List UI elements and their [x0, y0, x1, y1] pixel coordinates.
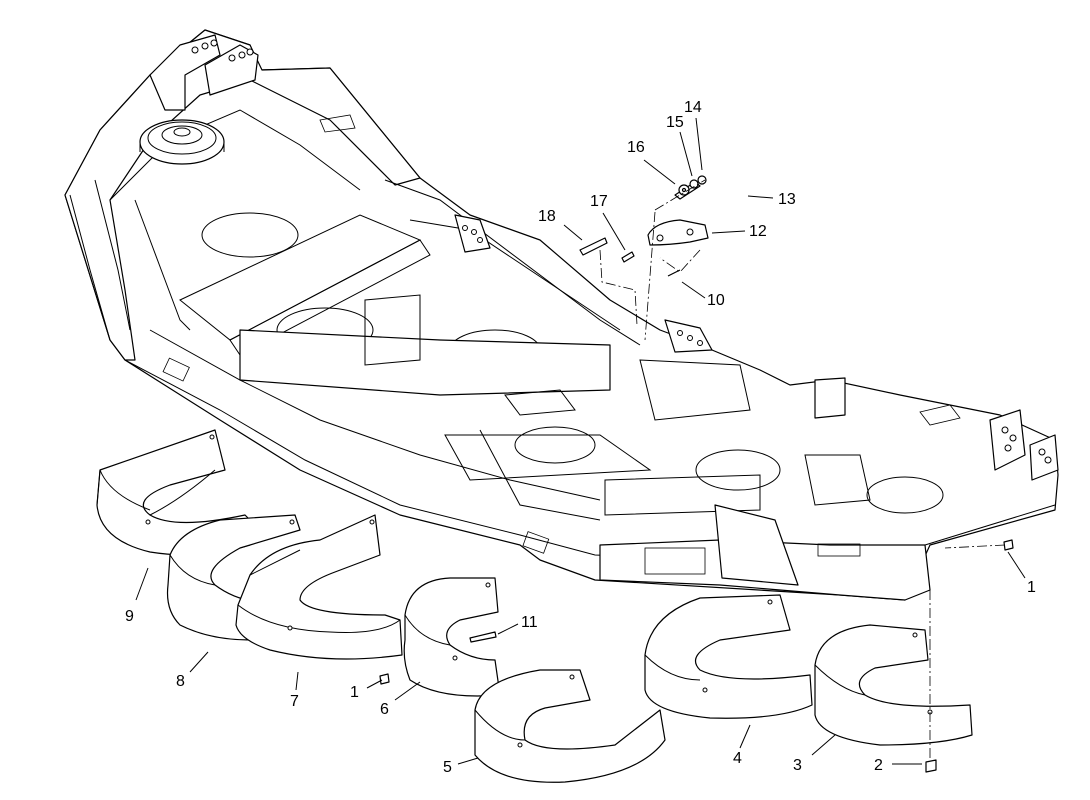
callout-15: 15 — [666, 114, 684, 131]
leader-13 — [747, 195, 774, 199]
baffle-4 — [644, 594, 813, 719]
pulley — [139, 119, 225, 165]
leader-14 — [695, 117, 703, 171]
leader-8 — [189, 651, 209, 673]
leader-4 — [739, 724, 751, 749]
right-center-spindle-hole — [695, 449, 781, 491]
callout-7: 7 — [290, 693, 299, 710]
leader-12 — [711, 230, 746, 234]
callout-6: 6 — [380, 701, 389, 718]
callout-18: 18 — [538, 208, 556, 225]
callout-14: 14 — [684, 99, 702, 116]
leader-15 — [679, 131, 693, 177]
leader-9 — [135, 567, 149, 601]
leader-11 — [497, 623, 519, 635]
right-spindle-hole — [866, 476, 944, 514]
baffle-5 — [474, 669, 666, 783]
baffle-7 — [235, 514, 403, 660]
callout-8: 8 — [176, 673, 185, 690]
left-mount-brackets — [149, 34, 259, 111]
right-mount-brackets — [814, 377, 1059, 481]
callout-13: 13 — [778, 191, 796, 208]
callout-2: 2 — [874, 757, 883, 774]
baffle-8 — [166, 514, 301, 641]
callout-16: 16 — [627, 139, 645, 156]
callout-10: 10 — [707, 292, 725, 309]
leader-17 — [602, 212, 626, 251]
mower-deck — [64, 29, 1059, 601]
callout-9: 9 — [125, 608, 134, 625]
leader-10 — [681, 281, 706, 299]
callout-3: 3 — [793, 757, 802, 774]
callout-1-left: 1 — [350, 684, 359, 701]
baffle-3 — [814, 624, 973, 746]
leader-1a — [1007, 551, 1026, 579]
leader-5 — [457, 757, 479, 765]
leader-1b — [366, 679, 383, 689]
callout-5: 5 — [443, 759, 452, 776]
callout-1-right: 1 — [1027, 579, 1036, 596]
callout-4: 4 — [733, 750, 742, 767]
callout-11: 11 — [521, 614, 538, 631]
leader-16 — [643, 159, 676, 185]
leader-3 — [811, 734, 836, 756]
leader-18 — [563, 224, 583, 241]
callout-17: 17 — [590, 193, 608, 210]
leader-lines — [135, 117, 1026, 765]
assembly-centerlines — [599, 179, 1006, 760]
left-spindle-hole — [201, 212, 299, 258]
callout-12: 12 — [749, 223, 767, 240]
center-front-spindle-hole — [514, 426, 596, 464]
callout-labels: 1 1 2 3 4 5 6 7 8 9 10 11 12 13 14 15 16… — [125, 99, 1036, 776]
baffle-6 — [403, 577, 501, 697]
leader-6 — [394, 681, 421, 701]
leader-7 — [295, 671, 299, 691]
